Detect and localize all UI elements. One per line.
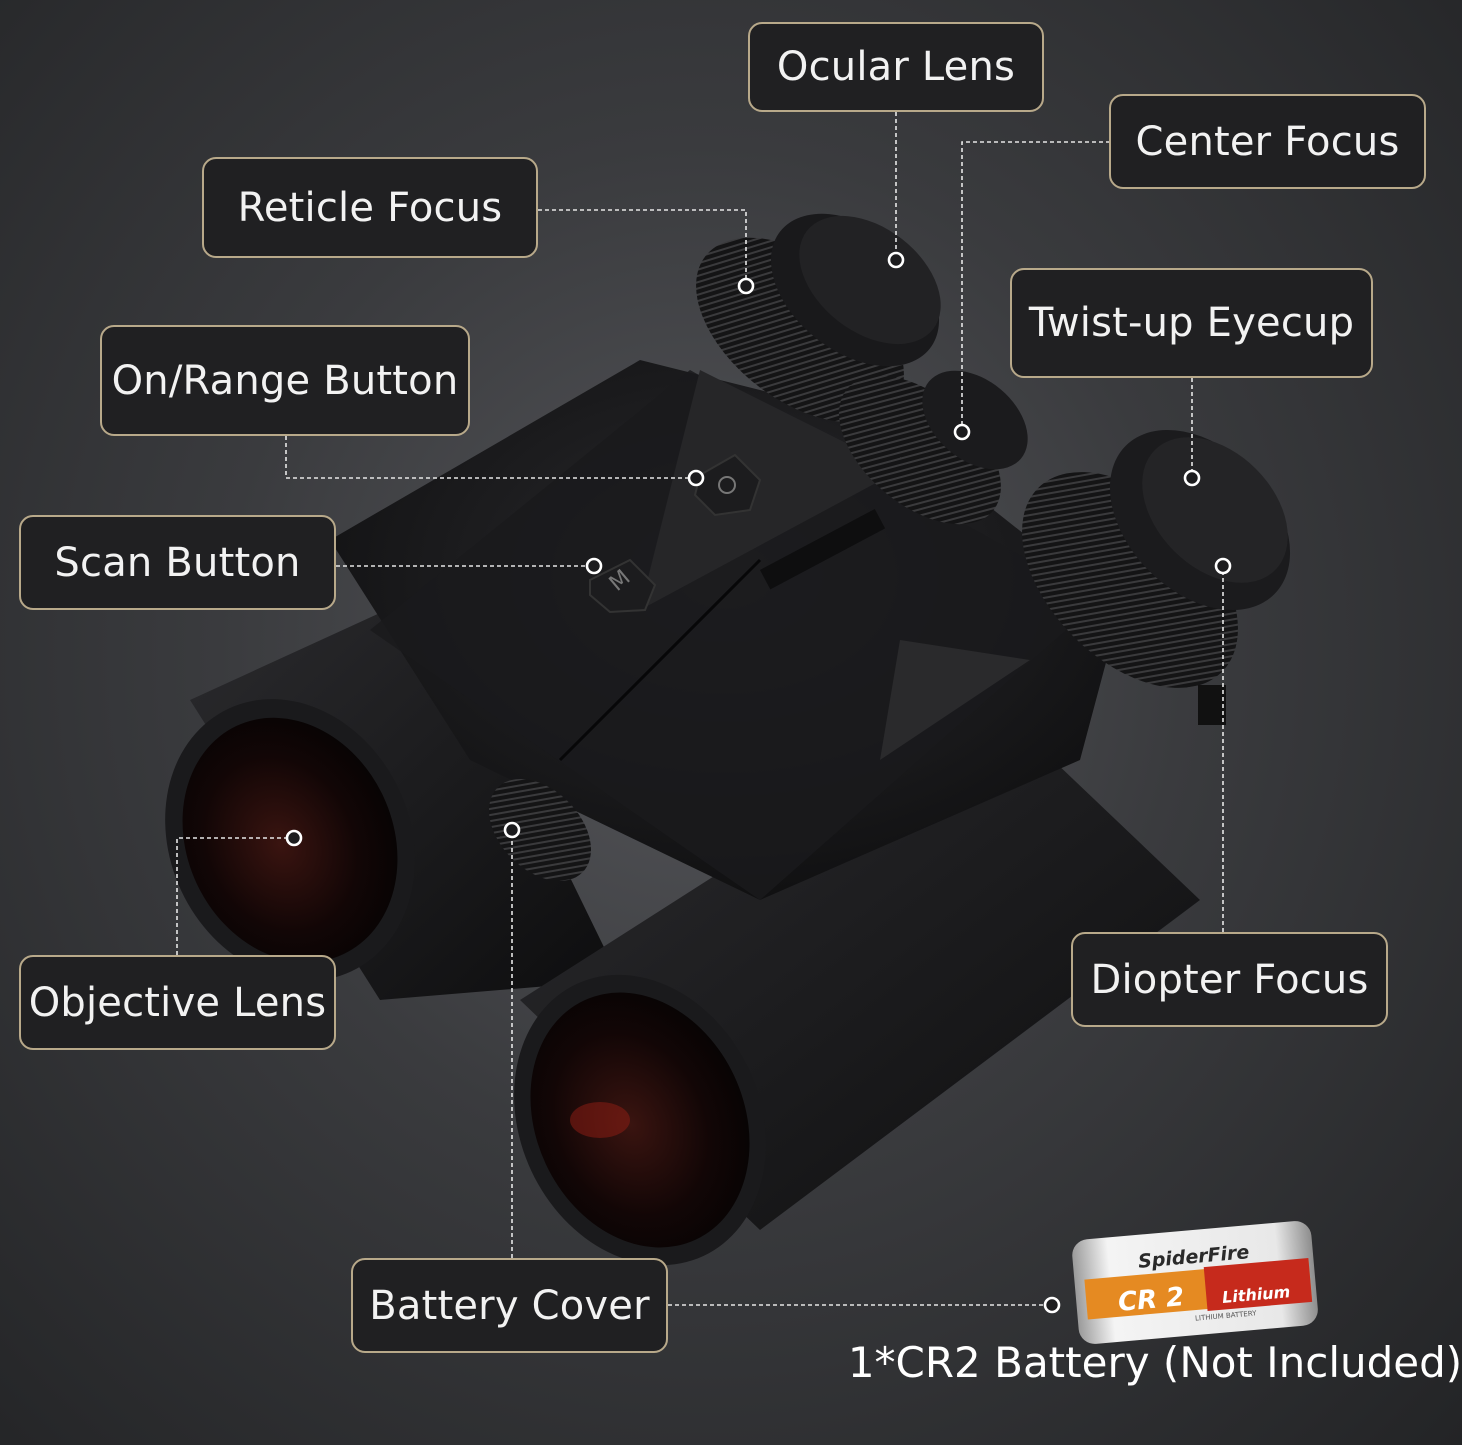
cr2-battery-image [1072,1221,1318,1344]
m-letter-icon: M [589,558,657,614]
power-icon [693,453,762,517]
label-battery-cover: Battery Cover [351,1258,668,1353]
battery-model: CR 2 [1116,1282,1186,1318]
battery-footnote: 1*CR2 Battery (Not Included) [847,1337,1462,1387]
right-barrel [514,700,1200,1266]
label-scan-button: Scan Button [19,515,336,610]
label-objective-lens: Objective Lens [19,955,336,1050]
label-on-range-button: On/Range Button [100,325,470,436]
right-eyepiece [1022,429,1291,688]
label-ocular-lens: Ocular Lens [748,22,1044,112]
label-center-focus: Center Focus [1109,94,1426,189]
label-twist-up-eyecup: Twist-up Eyecup [1010,268,1373,378]
center-focus-wheel [839,370,1028,525]
battery-cover-knob [489,779,591,881]
label-diopter-focus: Diopter Focus [1071,932,1388,1027]
label-reticle-focus: Reticle Focus [202,157,538,258]
strap-lug [1198,685,1226,725]
